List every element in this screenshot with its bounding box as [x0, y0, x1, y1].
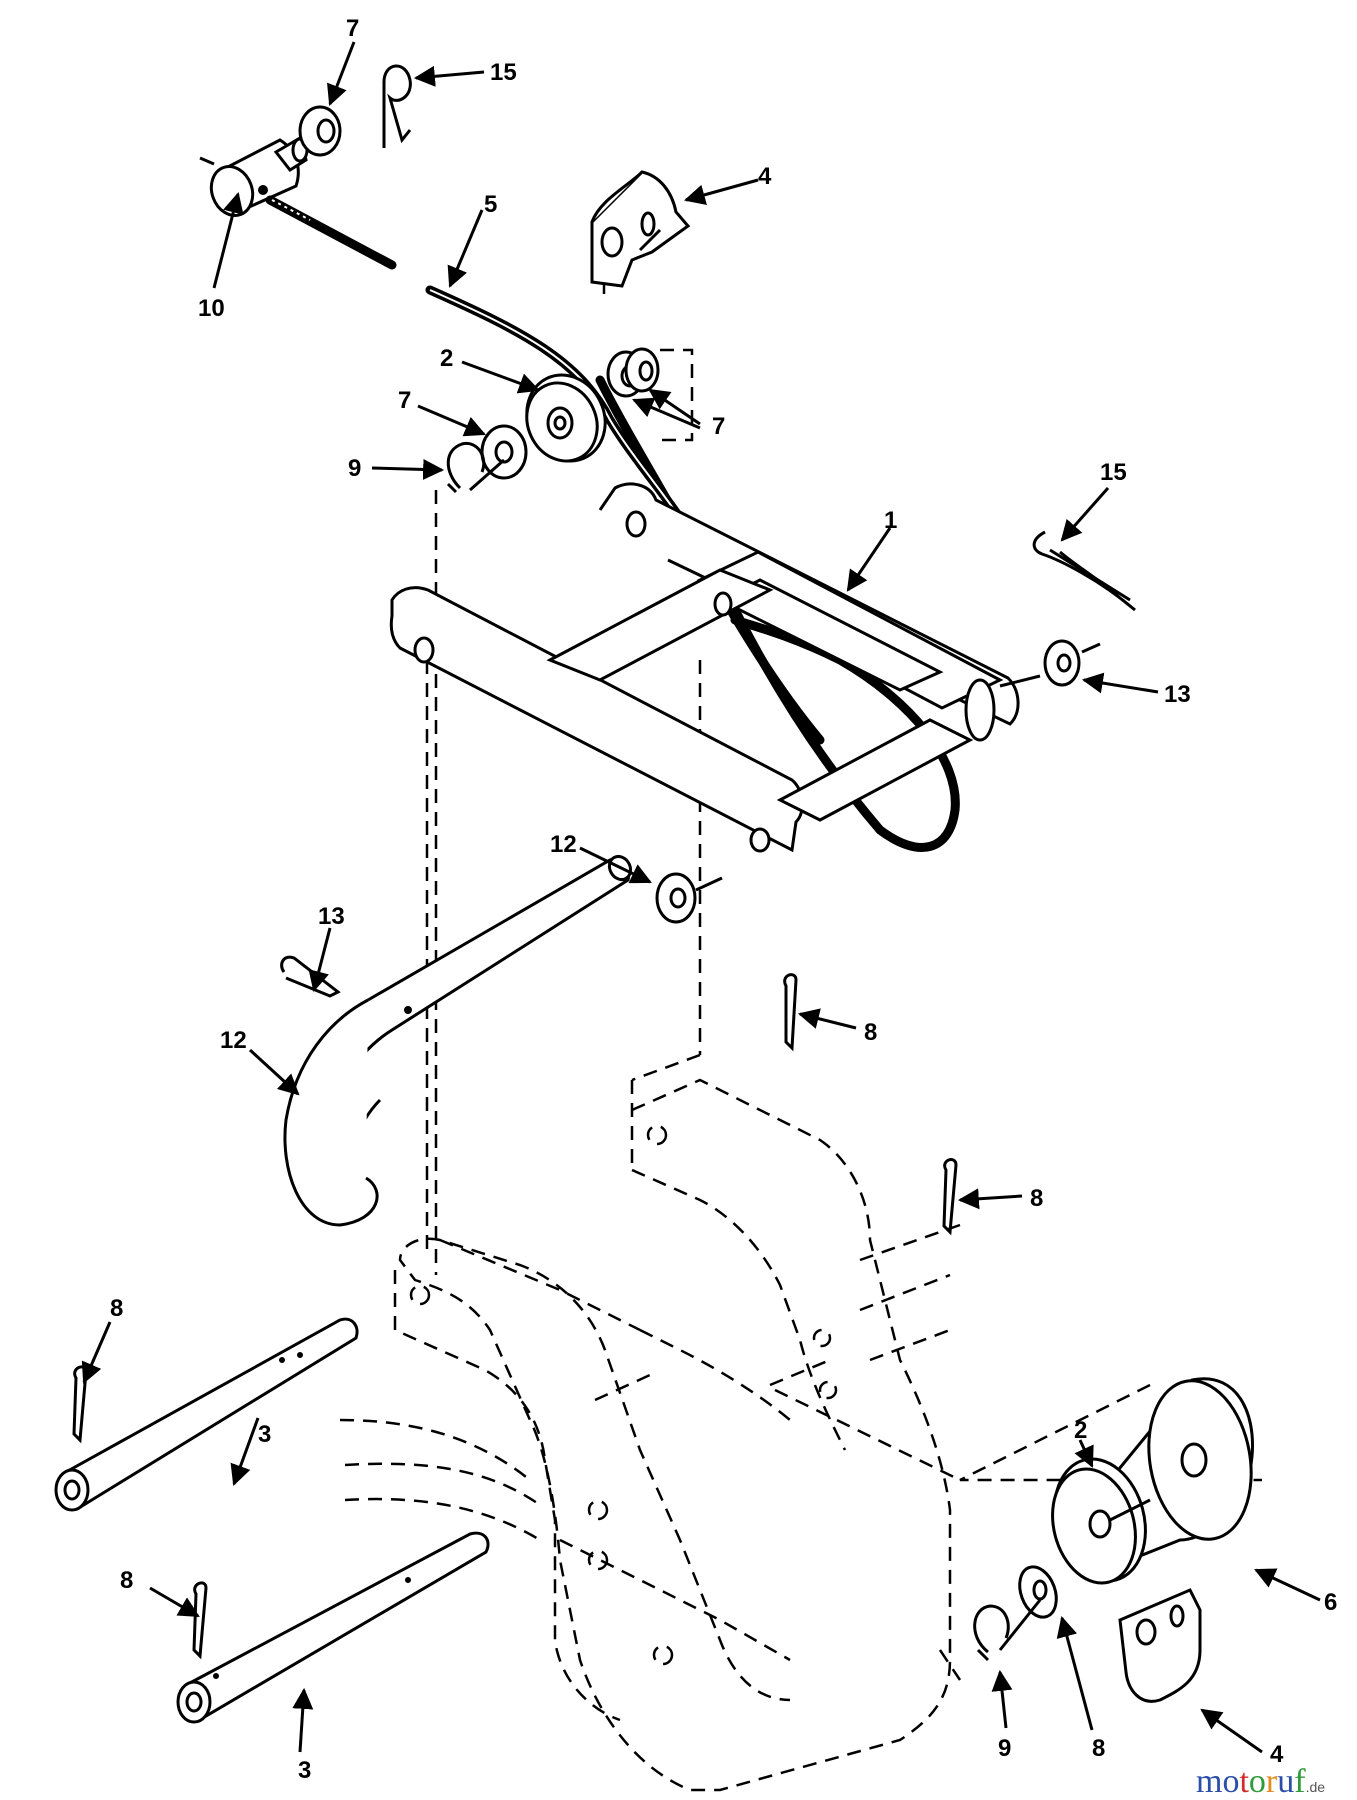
- idler-arm-frame-part-1: [389, 482, 1020, 853]
- washer-part-13-right: [999, 639, 1101, 688]
- callout-14: 13: [318, 903, 345, 930]
- hitch-bracket-outline: [339, 1078, 961, 1792]
- pivot-pin-part-3-upper: [54, 1317, 359, 1512]
- callout-7-top: 7: [346, 15, 359, 42]
- callout-8-c: 8: [110, 1295, 123, 1322]
- wm-o: o: [1249, 1763, 1266, 1800]
- belt-guide-part-4-top: [590, 170, 691, 288]
- watermark-logo: motoruf.de: [1196, 1763, 1325, 1800]
- hook-pin-part-12: [283, 854, 633, 1227]
- hair-pin-clip-part-15-right: [1032, 530, 1136, 612]
- callout-8-d: 8: [120, 1567, 133, 1594]
- callout-9-bottom: 9: [998, 1735, 1011, 1762]
- callout-1: 1: [884, 507, 897, 534]
- callout-7-left: 7: [398, 387, 411, 414]
- wm-r: r: [1266, 1763, 1278, 1800]
- cable-adjuster-part-10: [199, 135, 397, 270]
- cotter-pin-part-8-d: [192, 1581, 208, 1660]
- washer-part-7-bottom: [1018, 1565, 1058, 1619]
- snap-ring-part-9-bottom: [973, 1599, 1042, 1662]
- hair-pin-clip-part-15-top: [382, 64, 412, 148]
- snap-ring-part-9-top: [446, 441, 505, 494]
- callout-4-top: 4: [758, 163, 772, 190]
- wm-f: f: [1294, 1763, 1306, 1800]
- washer-part-13-mid: [655, 872, 723, 924]
- belt-guide-part-4-bottom: [1118, 1588, 1202, 1703]
- callout-15-top: 15: [490, 59, 517, 86]
- callout-12: 12: [220, 1027, 247, 1054]
- cotter-pin-part-8-a: [783, 973, 798, 1052]
- callout-2-bottom: 2: [1074, 1417, 1087, 1444]
- callout-3-lower: 3: [298, 1757, 311, 1784]
- washer-part-7-top: [298, 105, 342, 157]
- cotter-pin-part-14: [280, 955, 341, 998]
- pivot-pin-part-3-lower: [176, 1531, 490, 1724]
- assembly-guide-lines: [425, 280, 1262, 1681]
- callout-13-right: 13: [1164, 681, 1191, 708]
- flat-idler-part-6: [1108, 1377, 1254, 1563]
- motoruf-watermark: motoruf.de: [1196, 1763, 1325, 1800]
- washer-part-7-mid-b: [624, 347, 660, 393]
- washer-part-7-left: [480, 424, 528, 480]
- wm-u: u: [1277, 1763, 1294, 1800]
- callout-8-a: 8: [864, 1019, 877, 1046]
- callout-5: 5: [484, 191, 497, 218]
- wm-mo: mo: [1196, 1763, 1239, 1800]
- callout-7-mid: 7: [712, 413, 725, 440]
- callout-labels: 7 15 4 5 10 2 7 7 9 1 15 13 12 13 12 8 8…: [110, 15, 1337, 1784]
- callout-13-mid: 12: [550, 831, 577, 858]
- callout-arrows: [81, 41, 1321, 1754]
- wm-suffix: .de: [1306, 1779, 1326, 1795]
- callout-15-right: 15: [1100, 459, 1127, 486]
- cotter-pin-part-8-b: [942, 1158, 958, 1236]
- callout-6: 6: [1324, 1589, 1337, 1616]
- idler-pulley-part-2-bottom: [1051, 1457, 1151, 1585]
- callout-7-bottom: 8: [1092, 1735, 1105, 1762]
- callout-8-b: 8: [1030, 1185, 1043, 1212]
- callout-10: 10: [198, 295, 225, 322]
- callout-9-top: 9: [348, 455, 361, 482]
- callout-4-bottom: 4: [1270, 1741, 1284, 1768]
- callout-3-upper: 3: [258, 1421, 271, 1448]
- callout-2-top: 2: [440, 345, 453, 372]
- idler-pulley-part-2-top: [525, 373, 607, 463]
- wm-t: t: [1239, 1763, 1249, 1800]
